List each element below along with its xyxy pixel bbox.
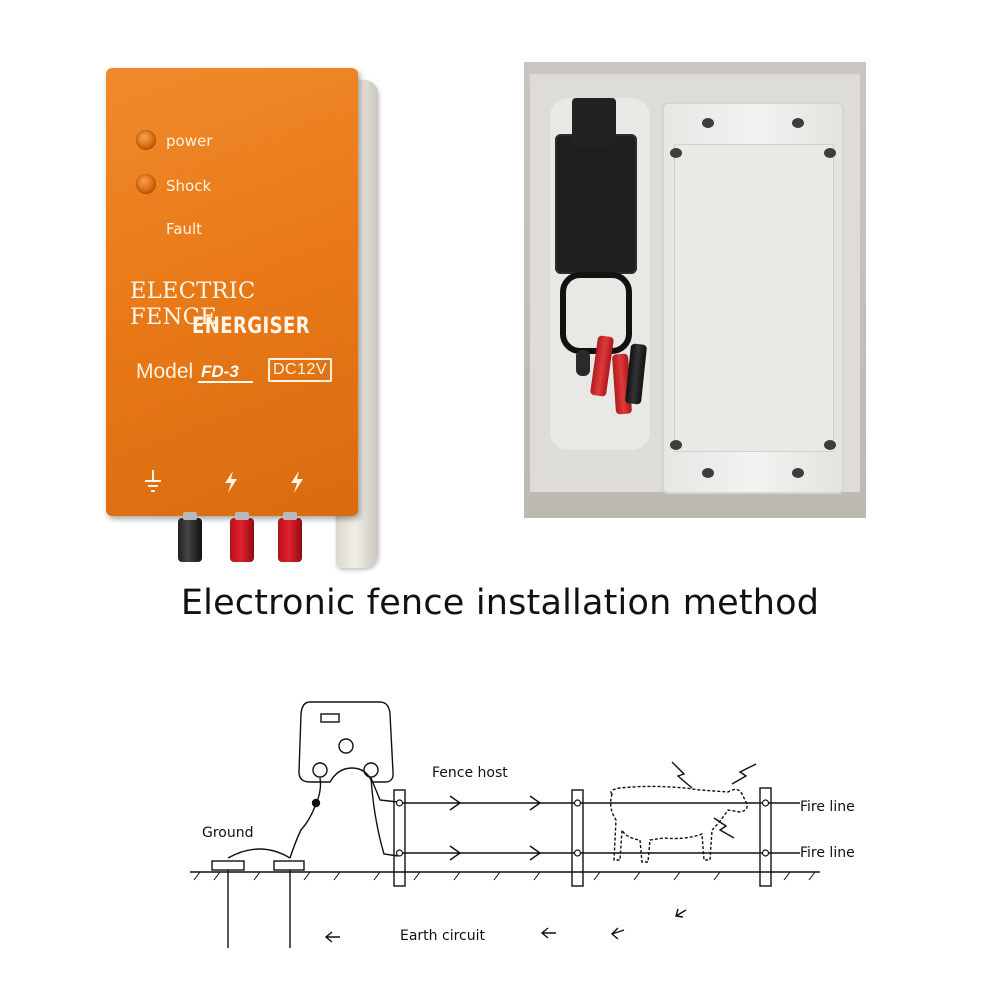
adapter-cable — [560, 272, 632, 354]
voltage-badge: DC12V — [268, 358, 333, 382]
mounting-plate — [664, 104, 842, 492]
device-front-panel: power Shock Fault ELECTRIC FENCE ENERGIS… — [106, 68, 358, 516]
energiser-knob — [338, 738, 354, 754]
ground-symbol-icon — [145, 470, 161, 492]
arrow-right — [449, 795, 462, 811]
mounting-hole — [670, 440, 682, 450]
mounting-hole — [702, 468, 714, 478]
fence-post-1 — [393, 789, 406, 887]
brand-line-2: ENERGISER — [192, 314, 311, 339]
brand-line-1: ELECTRIC FENCE — [130, 278, 256, 330]
mounting-hole — [670, 148, 682, 158]
fence-terminal-2 — [278, 512, 302, 562]
mounting-hole — [824, 148, 836, 158]
earth-arrow-left — [610, 927, 625, 940]
page-heading: Electronic fence installation method — [180, 583, 820, 623]
installation-diagram: Fence host Ground Fire line Fire line Ea… — [180, 690, 880, 990]
arrow-right — [449, 845, 462, 861]
shock-mark — [671, 761, 693, 789]
cow-outline — [609, 785, 748, 863]
mounting-plate-inner — [674, 144, 834, 452]
shock-led-label: Shock — [166, 177, 212, 195]
model-value: FD-3 — [198, 362, 253, 383]
earth-circuit-label: Earth circuit — [400, 928, 485, 944]
mounting-hole — [824, 440, 836, 450]
ground-terminal — [178, 512, 202, 562]
power-led — [136, 130, 156, 150]
power-led-label: power — [166, 132, 213, 150]
mounting-hole — [792, 118, 804, 128]
ground-stake-clamp-1 — [211, 860, 245, 871]
fence-post-3 — [759, 787, 772, 887]
fence-post-2 — [571, 789, 584, 887]
adapter-plug — [572, 98, 616, 146]
foam-insert — [530, 74, 860, 492]
ground-lead-joint — [311, 798, 321, 808]
power-adapter — [555, 134, 637, 274]
dc-connector — [576, 350, 590, 376]
ground-post — [312, 762, 328, 778]
fire-line-label-1: Fire line — [800, 799, 855, 815]
ground-lead — [289, 777, 322, 859]
energiser-photo: power Shock Fault ELECTRIC FENCE ENERGIS… — [100, 62, 385, 568]
box-contents-photo — [524, 62, 866, 518]
lightning-icon — [291, 471, 303, 493]
arrow-right — [529, 795, 542, 811]
mounting-hole — [792, 468, 804, 478]
shock-mark — [713, 817, 735, 839]
ground-link-wire — [227, 848, 291, 859]
diagram-lines — [190, 701, 820, 948]
lightning-icon — [225, 471, 237, 493]
ground-stake-clamp-2 — [273, 860, 305, 871]
earth-arrow-left — [540, 927, 556, 939]
arrow-right — [529, 845, 542, 861]
fence-lead-top — [370, 777, 399, 803]
shock-mark — [731, 763, 757, 785]
fire-line-label-2: Fire line — [800, 845, 855, 861]
fence-host-label: Fence host — [432, 765, 508, 781]
ground-label: Ground — [202, 825, 254, 841]
mounting-hole — [702, 118, 714, 128]
fence-terminal-1 — [230, 512, 254, 562]
energiser-outline — [298, 701, 394, 783]
earth-arrow-left — [675, 908, 687, 918]
fence-post-terminal — [363, 762, 379, 778]
earth-arrow-left — [324, 931, 340, 943]
energiser-display — [320, 713, 340, 723]
model-label: Model — [136, 360, 194, 383]
fence-lead-bottom — [370, 777, 399, 857]
shock-led — [136, 174, 156, 194]
fault-led-label: Fault — [166, 220, 202, 238]
